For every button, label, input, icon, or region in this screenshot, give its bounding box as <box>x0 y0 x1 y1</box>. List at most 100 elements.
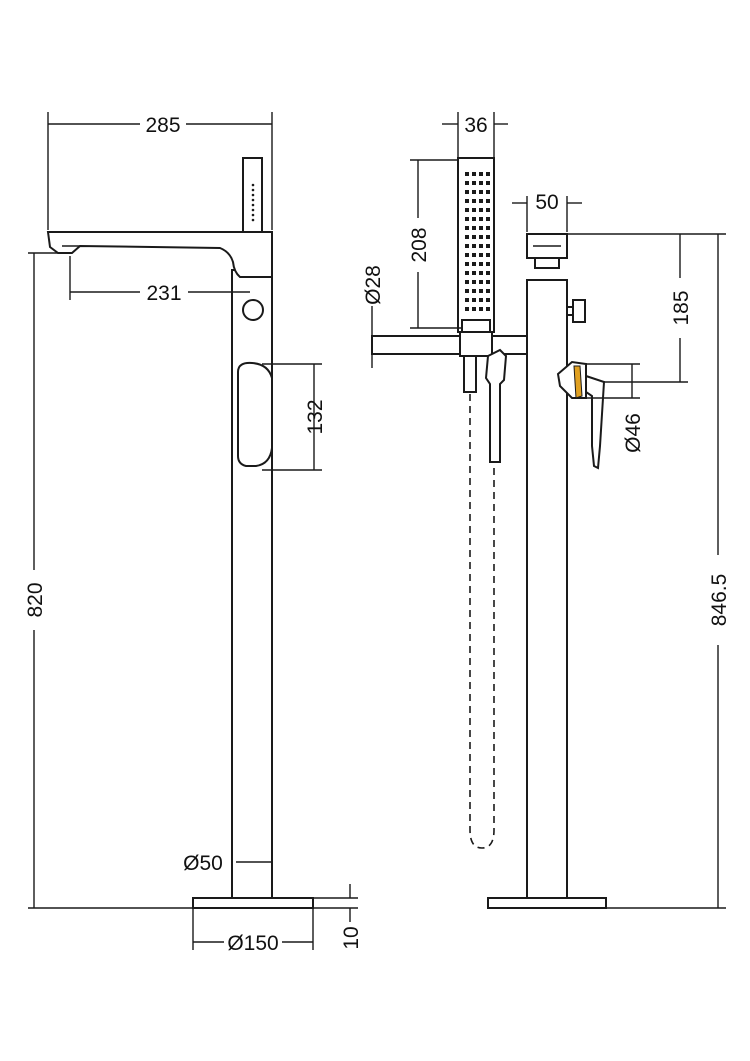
spray-hole <box>486 190 490 194</box>
spray-hole <box>465 172 469 176</box>
spray-hole <box>486 217 490 221</box>
dim-base-thickness: 10 <box>340 926 363 949</box>
dim-handset-width: 36 <box>464 114 487 137</box>
front-base-plate <box>192 897 314 909</box>
front-view <box>46 157 314 909</box>
spray-hole <box>479 172 483 176</box>
spray-hole <box>472 199 476 203</box>
spray-hole <box>472 280 476 284</box>
spray-hole <box>472 289 476 293</box>
side-lever-accent <box>573 365 583 399</box>
spray-hole <box>479 181 483 185</box>
spray-hole <box>486 172 490 176</box>
spray-hole <box>472 208 476 212</box>
spray-hole <box>486 289 490 293</box>
spray-hole <box>479 298 483 302</box>
spray-hole <box>479 253 483 257</box>
dim-top-to-lever: 185 <box>670 290 693 325</box>
spray-hole <box>479 217 483 221</box>
spray-hole <box>479 235 483 239</box>
spray-hole <box>465 199 469 203</box>
spray-hole <box>486 181 490 185</box>
spray-hole <box>472 244 476 248</box>
spray-hole <box>486 298 490 302</box>
spray-hole <box>486 244 490 248</box>
dim-column-diameter: Ø50 <box>183 852 223 875</box>
spray-hole <box>486 253 490 257</box>
front-handset-dots <box>251 183 255 222</box>
spray-hole <box>486 226 490 230</box>
dim-overall-height-front: 820 <box>24 582 47 617</box>
spray-hole <box>465 271 469 275</box>
spray-hole <box>465 235 469 239</box>
spray-hole <box>472 226 476 230</box>
dim-lever-diameter: Ø46 <box>622 413 645 453</box>
spray-hole <box>486 199 490 203</box>
side-spout-outlet <box>534 257 560 269</box>
dim-column-side-width: 50 <box>535 191 558 214</box>
spray-hole <box>472 253 476 257</box>
front-spout <box>46 231 273 278</box>
side-handset-spray-grid <box>465 172 490 311</box>
dim-overall-height-side: 846.5 <box>708 574 731 627</box>
spray-hole <box>472 235 476 239</box>
side-view <box>371 157 607 909</box>
spray-hole <box>472 307 476 311</box>
side-hose-connector-right <box>484 348 508 463</box>
spray-hole <box>472 262 476 266</box>
dim-spout-reach: 231 <box>146 282 181 305</box>
dim-overall-width: 285 <box>145 114 180 137</box>
spray-hole <box>465 181 469 185</box>
front-dimensions: 285 231 132 820 Ø50 Ø150 10 <box>24 112 363 955</box>
spray-hole <box>479 244 483 248</box>
dim-base-diameter: Ø150 <box>227 932 278 955</box>
spray-hole <box>472 217 476 221</box>
spray-hole <box>486 208 490 212</box>
side-lever-handle <box>585 374 606 470</box>
dim-lever-height: 132 <box>304 399 327 434</box>
spray-hole <box>479 208 483 212</box>
spray-hole <box>479 262 483 266</box>
side-holder-cradle <box>459 331 493 357</box>
side-holder-arm <box>371 335 528 355</box>
spray-hole <box>465 208 469 212</box>
spray-hole <box>486 307 490 311</box>
spray-hole <box>479 280 483 284</box>
spray-hole <box>465 253 469 257</box>
front-diverter-knob <box>242 299 264 321</box>
side-handset-base <box>461 319 491 333</box>
spray-hole <box>486 262 490 266</box>
spray-hole <box>465 298 469 302</box>
side-dimensions: 36 208 Ø28 50 185 Ø46 846.5 <box>362 112 731 909</box>
dim-handset-length: 208 <box>408 227 431 262</box>
spray-hole <box>472 298 476 302</box>
side-hose <box>469 394 495 849</box>
spray-hole <box>486 235 490 239</box>
spray-hole <box>465 190 469 194</box>
front-lever-handle <box>237 361 273 467</box>
spray-hole <box>465 217 469 221</box>
side-diverter-knob <box>572 299 586 323</box>
side-base-plate <box>487 897 607 909</box>
spray-hole <box>479 289 483 293</box>
spray-hole <box>465 307 469 311</box>
spray-hole <box>472 190 476 194</box>
spray-hole <box>465 280 469 284</box>
dim-holder-diameter: Ø28 <box>362 265 385 305</box>
spray-hole <box>472 181 476 185</box>
side-hose-connector-left <box>463 355 477 393</box>
spray-hole <box>479 199 483 203</box>
spray-hole <box>479 226 483 230</box>
spray-hole <box>486 280 490 284</box>
spray-hole <box>465 226 469 230</box>
spray-hole <box>479 190 483 194</box>
spray-hole <box>479 307 483 311</box>
spray-hole <box>472 271 476 275</box>
spray-hole <box>486 271 490 275</box>
spray-hole <box>465 244 469 248</box>
spray-hole <box>465 262 469 266</box>
spray-hole <box>465 289 469 293</box>
spray-hole <box>472 172 476 176</box>
spray-hole <box>479 271 483 275</box>
